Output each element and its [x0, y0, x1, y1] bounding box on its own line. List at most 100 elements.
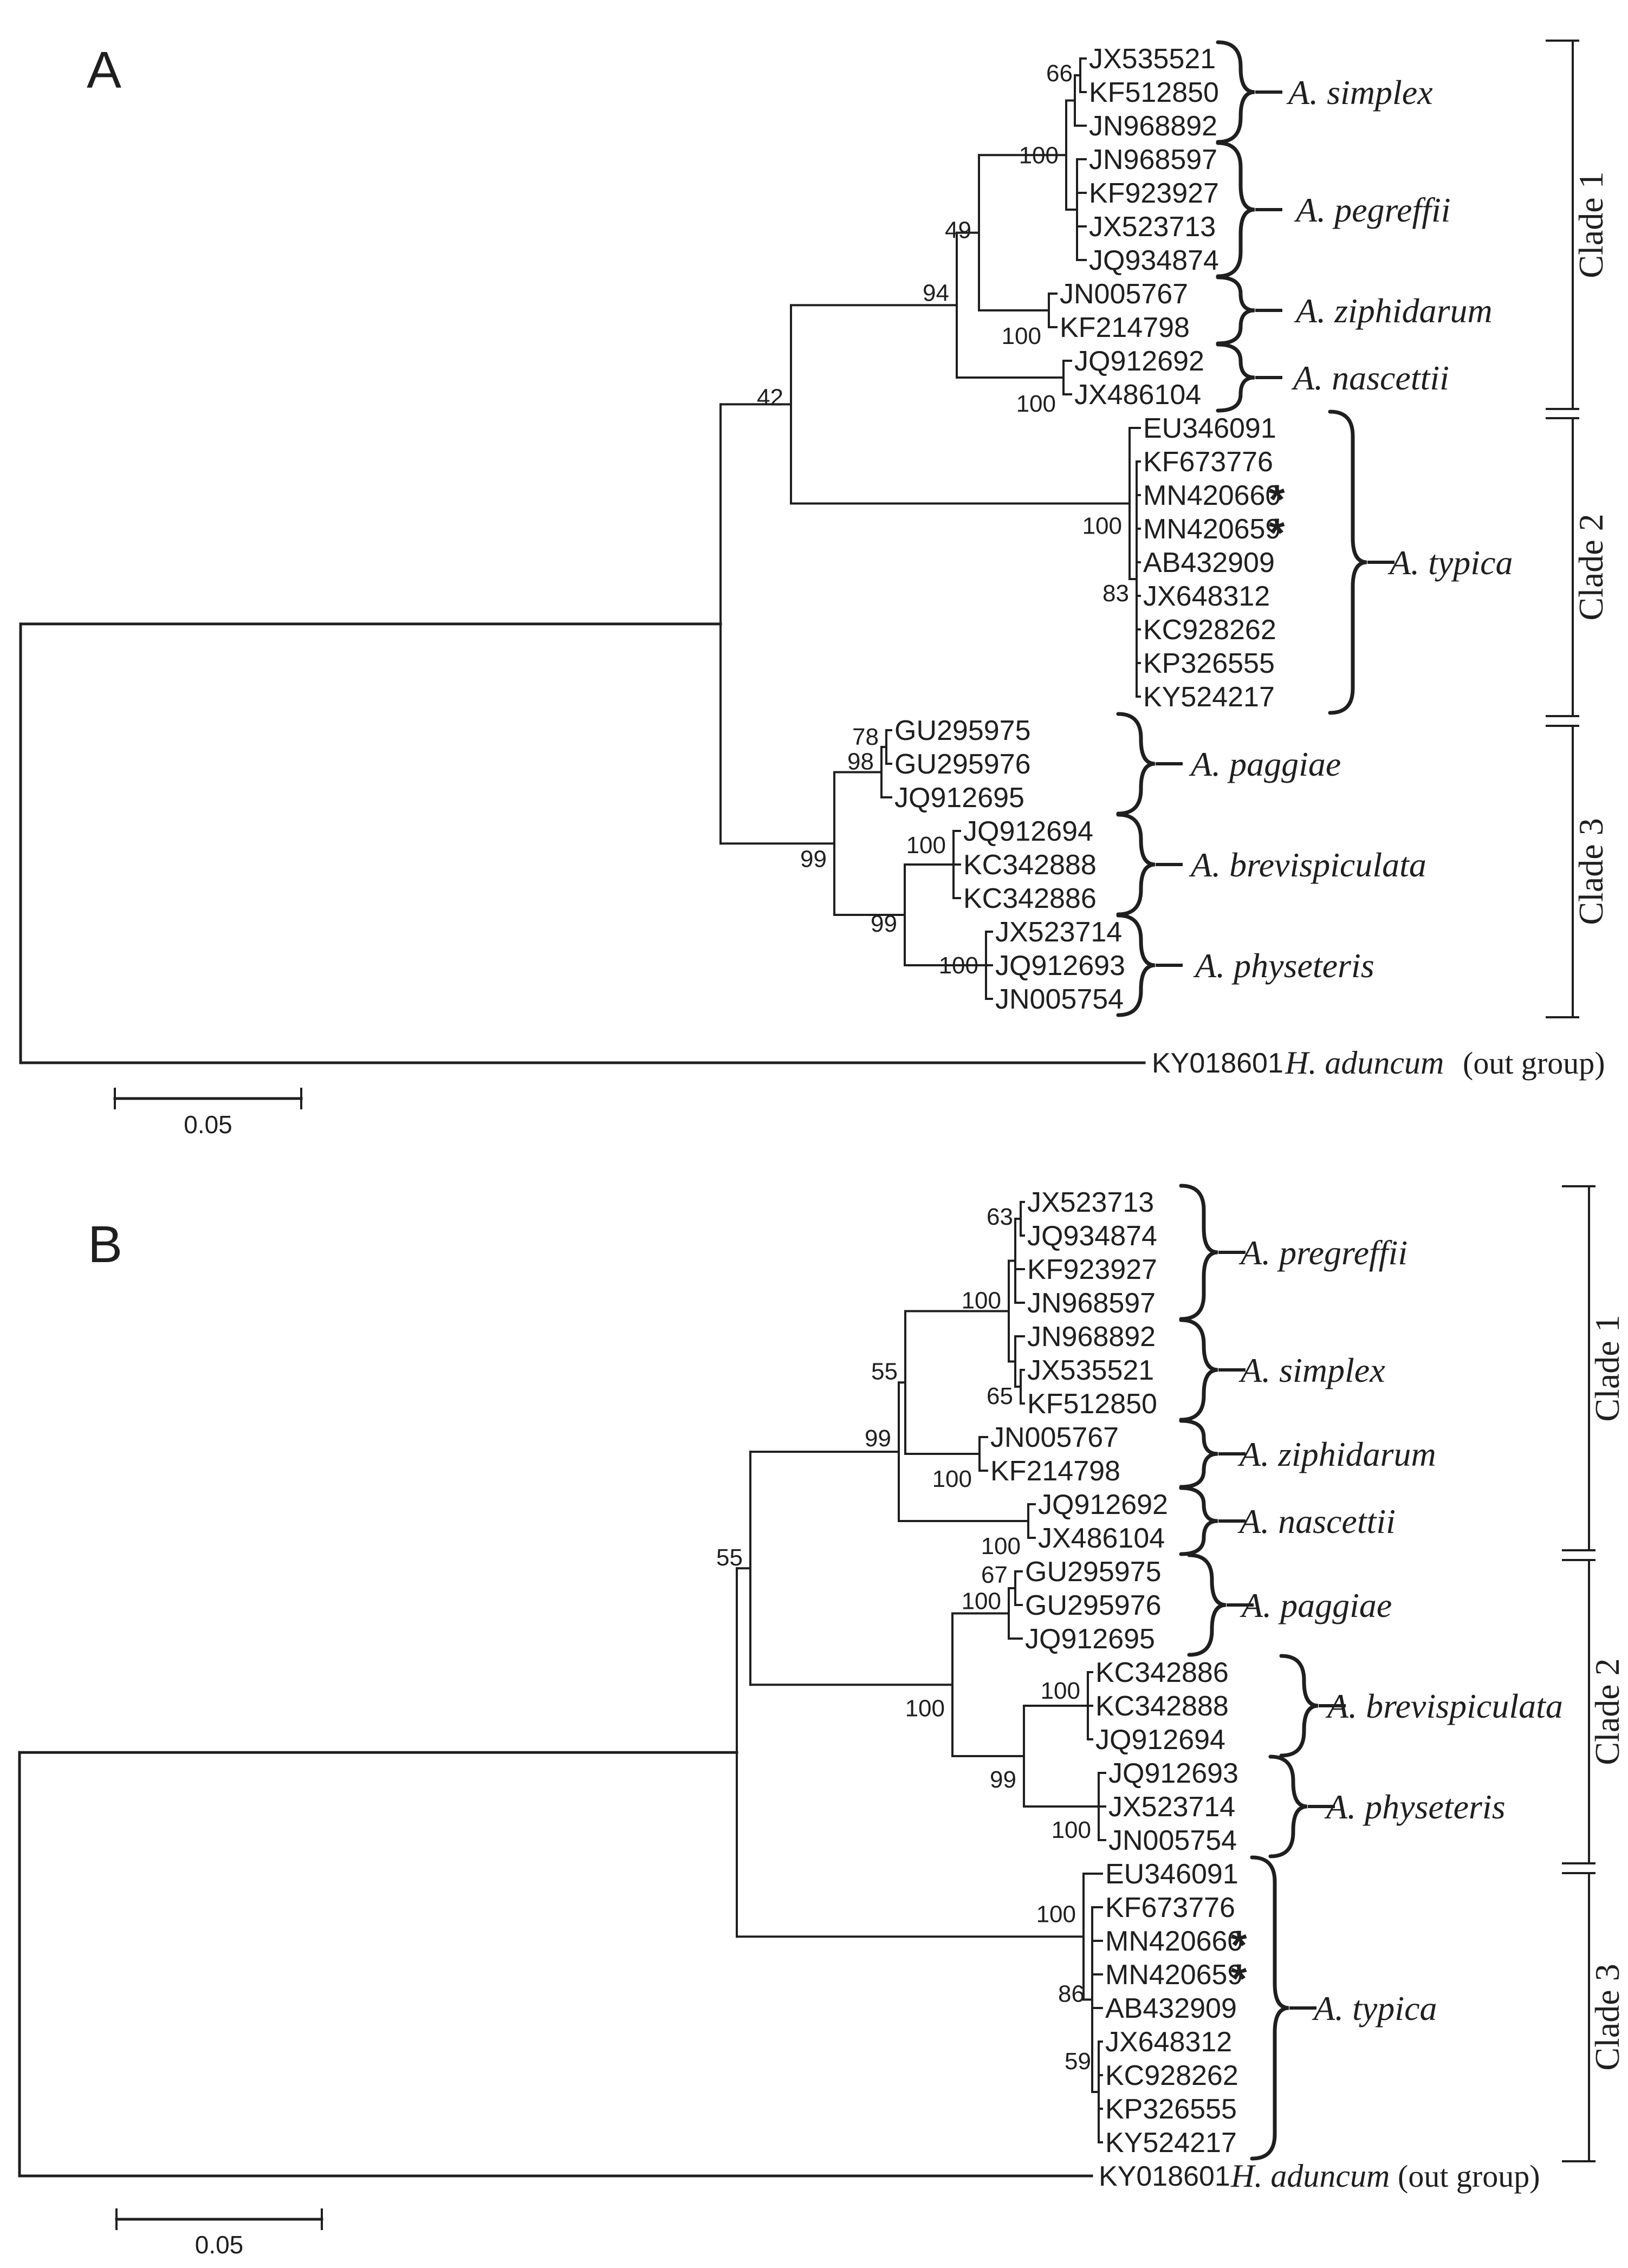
- tip-label: AB432909: [1143, 547, 1275, 579]
- support-value: 100: [1082, 513, 1122, 540]
- outgroup-species: H. aduncum: [1285, 1045, 1444, 1081]
- tip-label: KF512850: [1027, 1388, 1157, 1420]
- support-value: 100: [1041, 1678, 1080, 1704]
- tip-label: KP326555: [1105, 2094, 1237, 2125]
- tip-label: JX523713: [1089, 211, 1216, 243]
- support-value: 100: [1036, 1901, 1076, 1927]
- species-label: A. typica: [1312, 1989, 1437, 2027]
- tip-label: KC342888: [963, 849, 1097, 881]
- support-value: 100: [932, 1466, 972, 1492]
- support-value: 99: [990, 1766, 1016, 1793]
- tip-label: JN968597: [1089, 144, 1217, 176]
- support-value: 100: [905, 1695, 945, 1721]
- clade-label: Clade 3: [1588, 1964, 1626, 2070]
- support-value: 99: [871, 911, 897, 937]
- species-brace: [1250, 1855, 1289, 2161]
- support-value: 100: [1019, 142, 1059, 168]
- panel-label: B: [88, 1216, 122, 1273]
- support-value: 99: [800, 846, 827, 872]
- species-label: A. simplex: [1238, 1351, 1385, 1389]
- tip-label: GU295976: [894, 749, 1031, 780]
- scalebar-label: 0.05: [195, 2231, 244, 2259]
- tip-label: KC928262: [1105, 2060, 1238, 2091]
- tip-label: KF673776: [1105, 1892, 1235, 1923]
- species-brace: [1268, 1754, 1308, 1858]
- tip-label: MN420659: [1105, 1959, 1243, 1991]
- new-sequence-asterisk: *: [1231, 1956, 1247, 2002]
- support-value: 49: [945, 217, 971, 244]
- species-label: A. ziphidarum: [1294, 291, 1493, 330]
- species-brace: [1279, 1654, 1319, 1758]
- tip-label: JN005767: [990, 1422, 1119, 1453]
- support-value: 100: [1002, 323, 1041, 349]
- species-label: A. pregreffii: [1238, 1233, 1408, 1272]
- support-value: 100: [1052, 1817, 1091, 1843]
- species-label: A. ziphidarum: [1237, 1435, 1436, 1473]
- tip-label: KC928262: [1143, 614, 1276, 646]
- support-value: 55: [716, 1544, 743, 1571]
- tip-label: MN420660: [1105, 1926, 1243, 1957]
- tip-label: EU346091: [1143, 413, 1276, 444]
- species-label: A. nascettii: [1237, 1502, 1396, 1541]
- tip-label: JX535521: [1089, 43, 1216, 75]
- tip-label: GU295976: [1025, 1590, 1162, 1621]
- tip-label: JQ912692: [1038, 1489, 1168, 1520]
- species-brace: [1116, 913, 1156, 1017]
- tip-label: KF923927: [1027, 1254, 1157, 1285]
- support-value: 98: [847, 749, 874, 775]
- tip-label: JX486104: [1038, 1523, 1165, 1554]
- tip-label: KP326555: [1143, 648, 1275, 679]
- support-value: 42: [757, 384, 783, 411]
- tip-label: JN005754: [995, 984, 1124, 1015]
- tip-label: JN005767: [1060, 278, 1188, 310]
- new-sequence-asterisk: *: [1231, 1922, 1247, 1968]
- support-value: 100: [1016, 391, 1056, 417]
- species-label: A. nascettii: [1291, 359, 1449, 397]
- support-value: 59: [1065, 2048, 1091, 2075]
- species-label: A. pegreffii: [1294, 191, 1451, 229]
- tip-label: JQ934874: [1027, 1220, 1157, 1252]
- support-value: 55: [871, 1358, 898, 1385]
- tip-label: MN420660: [1143, 480, 1281, 511]
- tip-label: JN968892: [1027, 1321, 1156, 1353]
- species-brace: [1328, 410, 1367, 715]
- support-value: 67: [981, 1562, 1008, 1588]
- support-value: 100: [939, 952, 978, 979]
- support-value: 100: [962, 1588, 1001, 1615]
- species-label: A. physeteris: [1193, 946, 1374, 985]
- outgroup-species: H. aduncum: [1230, 2158, 1390, 2194]
- tip-label: JQ934874: [1089, 245, 1219, 276]
- tip-label: JQ912693: [995, 950, 1125, 982]
- outgroup-accession: KY018601: [1099, 2161, 1230, 2192]
- tip-label: JQ912694: [963, 816, 1093, 847]
- tip-label: KC342886: [1095, 1657, 1229, 1688]
- tip-label: AB432909: [1105, 1993, 1237, 2024]
- tip-label: KC342886: [963, 883, 1097, 914]
- tip-label: JQ912695: [894, 782, 1024, 814]
- tip-label: JN968597: [1027, 1288, 1156, 1319]
- species-brace: [1116, 813, 1156, 917]
- support-value: 63: [987, 1204, 1013, 1230]
- species-label: A. typica: [1387, 543, 1513, 582]
- tip-label: JX523714: [995, 917, 1122, 948]
- tip-label: KF214798: [990, 1455, 1120, 1487]
- species-brace: [1179, 1419, 1218, 1489]
- species-label: A. physeteris: [1324, 1788, 1506, 1826]
- outgroup-accession: KY018601: [1152, 1048, 1283, 1079]
- outgroup-suffix: (out group): [1398, 2159, 1540, 2194]
- tip-label: JX523713: [1027, 1187, 1154, 1218]
- tip-label: JX523714: [1108, 1791, 1235, 1823]
- support-value: 94: [923, 280, 949, 306]
- species-brace: [1216, 342, 1255, 413]
- support-value: 65: [987, 1383, 1013, 1409]
- tip-label: KF214798: [1060, 312, 1190, 343]
- new-sequence-asterisk: *: [1269, 510, 1285, 556]
- support-value: 86: [1058, 1981, 1085, 2007]
- tip-label: JX648312: [1143, 581, 1270, 612]
- tip-label: EU346091: [1105, 1858, 1238, 1890]
- species-label: A. simplex: [1286, 73, 1433, 112]
- tip-label: KF923927: [1089, 178, 1219, 209]
- outgroup-suffix: (out group): [1463, 1045, 1605, 1081]
- clade-label: Clade 1: [1588, 1315, 1626, 1421]
- species-brace: [1216, 275, 1255, 346]
